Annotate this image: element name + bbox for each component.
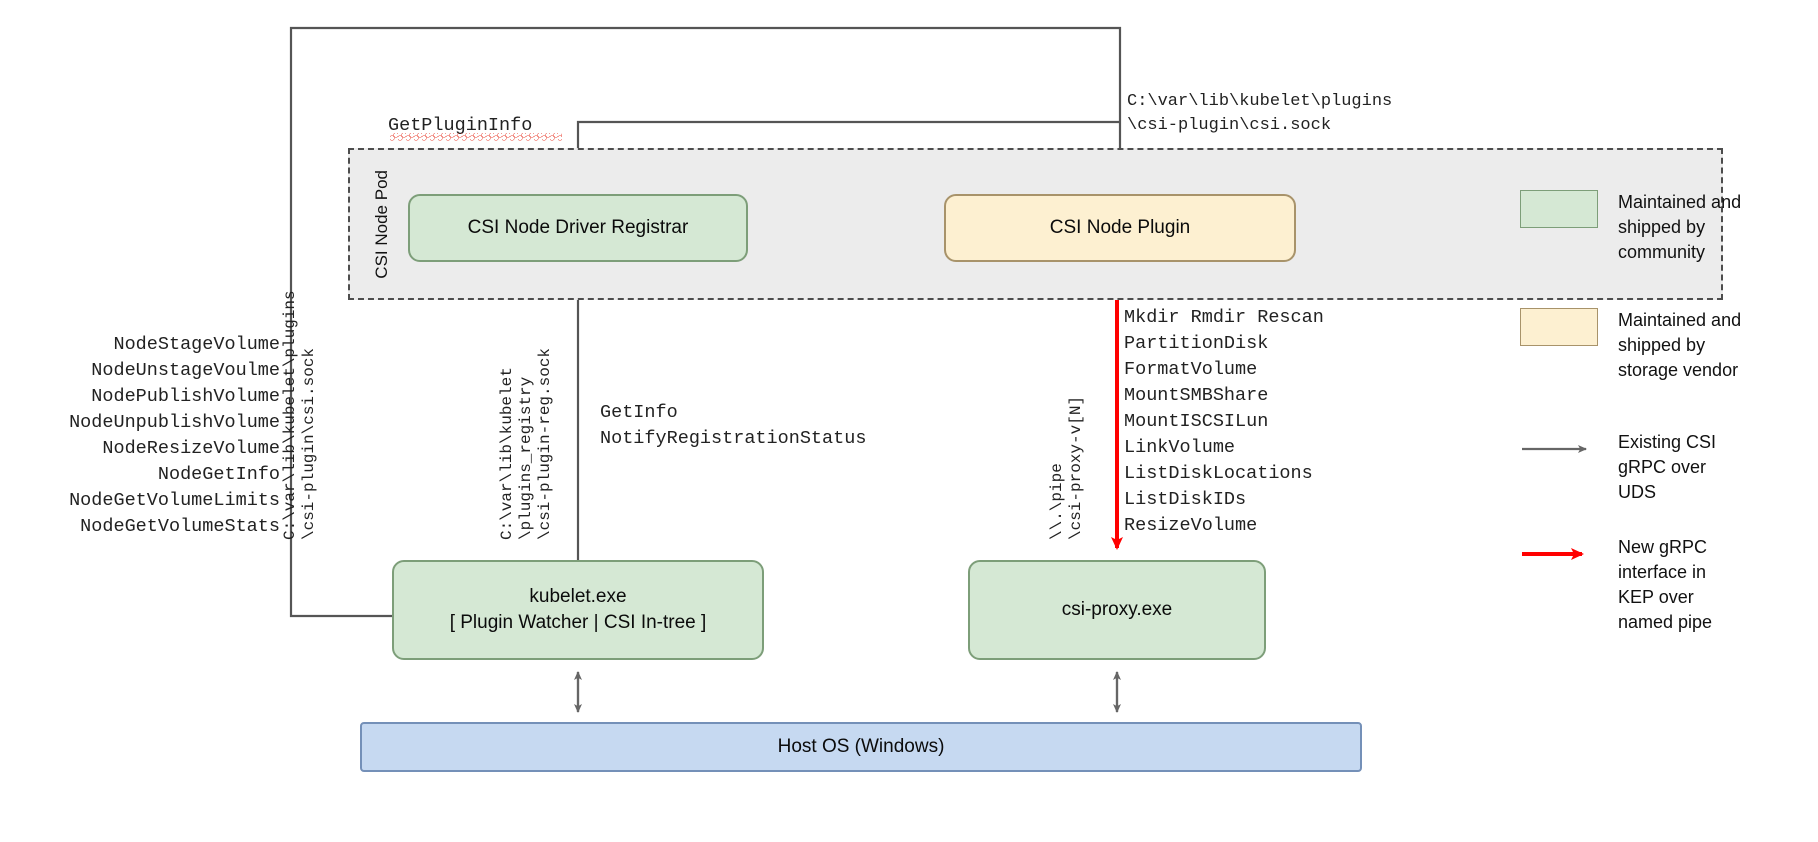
node-box-kubelet-exe[interactable]: kubelet.exe [ Plugin Watcher | CSI In-tr…	[392, 560, 764, 660]
legend-item-new-grpc-kep-label: New gRPC interface in KEP over named pip…	[1618, 537, 1713, 632]
node-box-csi-node-plugin[interactable]: CSI Node Plugin	[944, 194, 1296, 262]
node-box-csi-proxy-exe-label: csi-proxy.exe	[1061, 599, 1173, 621]
label-get-plugin-info: GetPluginInfo	[388, 115, 533, 136]
node-box-csi-proxy-exe[interactable]: csi-proxy.exe	[968, 560, 1266, 660]
legend-item-storage-vendor: Maintained and shipped by storage vendor	[1520, 308, 1741, 383]
label-csi-proxy-operations: Mkdir Rmdir Rescan PartitionDisk FormatV…	[1124, 307, 1324, 536]
label-vertical-named-pipe-path: \\.\pipe \csi-proxy-v[N]	[1048, 395, 1085, 540]
legend-swatch-yellow-icon	[1520, 308, 1598, 346]
csi-node-pod-label-text: CSI Node Pod	[372, 170, 391, 279]
legend-swatch-green-icon	[1520, 190, 1598, 228]
node-box-csi-node-driver-registrar-label: CSI Node Driver Registrar	[467, 217, 689, 239]
legend-arrow-gray-icon	[1520, 430, 1598, 468]
node-box-csi-node-driver-registrar[interactable]: CSI Node Driver Registrar	[408, 194, 748, 262]
label-node-service-operations: NodeStageVolume NodeUnstageVoulme NodePu…	[69, 334, 280, 537]
csi-node-pod-label: CSI Node Pod	[358, 60, 391, 279]
legend-item-community-label: Maintained and shipped by community	[1618, 192, 1742, 262]
legend-item-existing-csi-grpc-label: Existing CSI gRPC over UDS	[1618, 432, 1717, 502]
node-box-csi-node-plugin-label: CSI Node Plugin	[1049, 217, 1191, 239]
legend-arrow-red-icon	[1520, 535, 1598, 573]
kubelet-exe-sublabel: [ Plugin Watcher | CSI In-tree ]	[449, 612, 707, 633]
label-vertical-plugins-registry-path: C:\var\lib\kubelet \plugins_registry \cs…	[498, 347, 554, 540]
node-box-host-os-label: Host OS (Windows)	[777, 736, 945, 758]
legend-item-existing-csi-grpc: Existing CSI gRPC over UDS	[1520, 430, 1716, 505]
legend-item-new-grpc-kep: New gRPC interface in KEP over named pip…	[1520, 535, 1712, 635]
kubelet-exe-label: kubelet.exe	[529, 586, 627, 608]
legend-item-storage-vendor-label: Maintained and shipped by storage vendor	[1618, 310, 1742, 380]
node-box-host-os[interactable]: Host OS (Windows)	[360, 722, 1362, 772]
label-csi-plugin-socket-path: C:\var\lib\kubelet\plugins \csi-plugin\c…	[1127, 92, 1393, 135]
legend-item-community: Maintained and shipped by community	[1520, 190, 1741, 265]
label-vertical-csi-plugin-socket-path: C:\var\lib\kubelet\plugins \csi-plugin\c…	[281, 290, 318, 540]
node-box-kubelet-exe-text: kubelet.exe [ Plugin Watcher | CSI In-tr…	[450, 584, 707, 635]
spellcheck-squiggle-underline	[390, 133, 562, 141]
label-registration-operations: GetInfo NotifyRegistrationStatus	[600, 402, 867, 449]
